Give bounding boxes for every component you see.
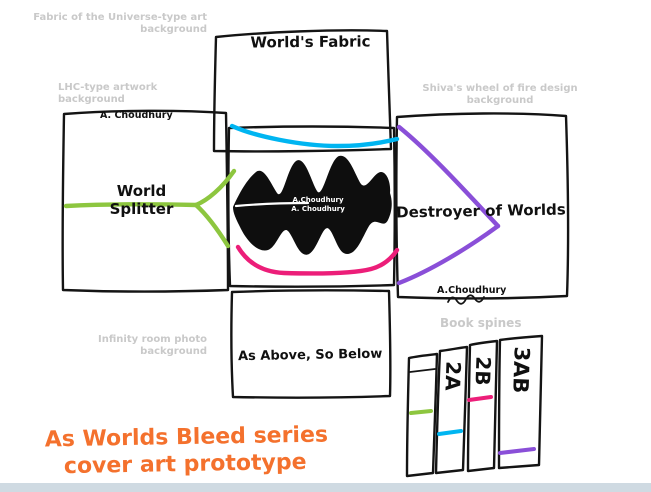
- title-as-above-so-below: As Above, So Below: [237, 346, 383, 365]
- spine-outline-3: [466, 339, 499, 473]
- panel-outline-top: [212, 29, 393, 153]
- signature-squiggle: [447, 294, 485, 305]
- annotation-lhc-background: LHC-type artwork background: [58, 82, 158, 105]
- spine-3-magenta-mark: [467, 395, 493, 402]
- blob-white-slit: [234, 201, 310, 208]
- spine-outline-2: [434, 345, 469, 475]
- spine-label-3ab: 3AB: [508, 346, 534, 394]
- spine-label-2a: 2A: [440, 360, 466, 392]
- panel-outline-right: [395, 112, 570, 300]
- series-caption-line2: cover art prototype: [63, 449, 307, 480]
- author-blob-line1: A.Choudhury: [292, 196, 344, 204]
- spine-1-top-line: [409, 368, 436, 373]
- annotation-infinity-background: Infinity room photo background: [98, 334, 207, 357]
- title-world-splitter: World Splitter: [109, 182, 174, 218]
- author-blob-line2: A. Choudhury: [291, 205, 345, 213]
- ink-blob: [233, 155, 392, 255]
- spine-2-cyan-mark: [437, 429, 463, 436]
- author-right-panel: A.Choudhury: [437, 285, 507, 296]
- panel-outline-bottom: [230, 289, 392, 399]
- author-blob: A.Choudhury A. Choudhury: [286, 196, 350, 214]
- series-caption: As Worlds Bleed series cover art prototy…: [45, 422, 329, 481]
- annotation-book-spines: Book spines: [440, 316, 522, 330]
- connector-green-branch-up: [193, 168, 237, 208]
- annotation-shiva-background: Shiva's wheel of fire design background: [422, 83, 578, 106]
- spine-label-2b: 2B: [470, 355, 496, 386]
- spine-outline-4: [497, 334, 544, 470]
- author-left-panel: A. Choudhury: [100, 110, 173, 121]
- connector-green-main: [63, 202, 199, 209]
- title-destroyer-of-worlds: Destroyer of Worlds: [396, 200, 566, 222]
- panel-outline-left: [61, 109, 230, 293]
- connector-purple-bottom: [396, 223, 501, 286]
- spine-outline-1: [405, 352, 439, 478]
- connector-purple-top: [396, 124, 501, 229]
- title-worlds-fabric: World's Fabric: [250, 32, 371, 52]
- bottom-edge-bar: [0, 483, 651, 492]
- annotation-fabric-background: Fabric of the Universe-type art backgrou…: [33, 12, 207, 35]
- connector-green-branch-down: [193, 202, 231, 249]
- connector-cyan: [229, 123, 400, 149]
- spine-4-purple-mark: [498, 447, 536, 455]
- connector-magenta: [235, 244, 400, 276]
- spine-1-green-mark: [409, 409, 433, 415]
- panel-outline-center: [227, 125, 396, 288]
